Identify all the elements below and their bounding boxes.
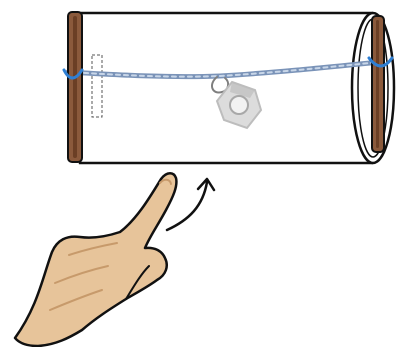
pointing-hand-icon — [15, 173, 176, 346]
right-stick-shade — [376, 20, 379, 148]
right-stick — [372, 16, 384, 152]
left-stick — [68, 12, 82, 162]
hex-nut-hole — [230, 96, 248, 114]
hand-shape — [15, 173, 176, 346]
left-stick-shade — [73, 16, 77, 158]
